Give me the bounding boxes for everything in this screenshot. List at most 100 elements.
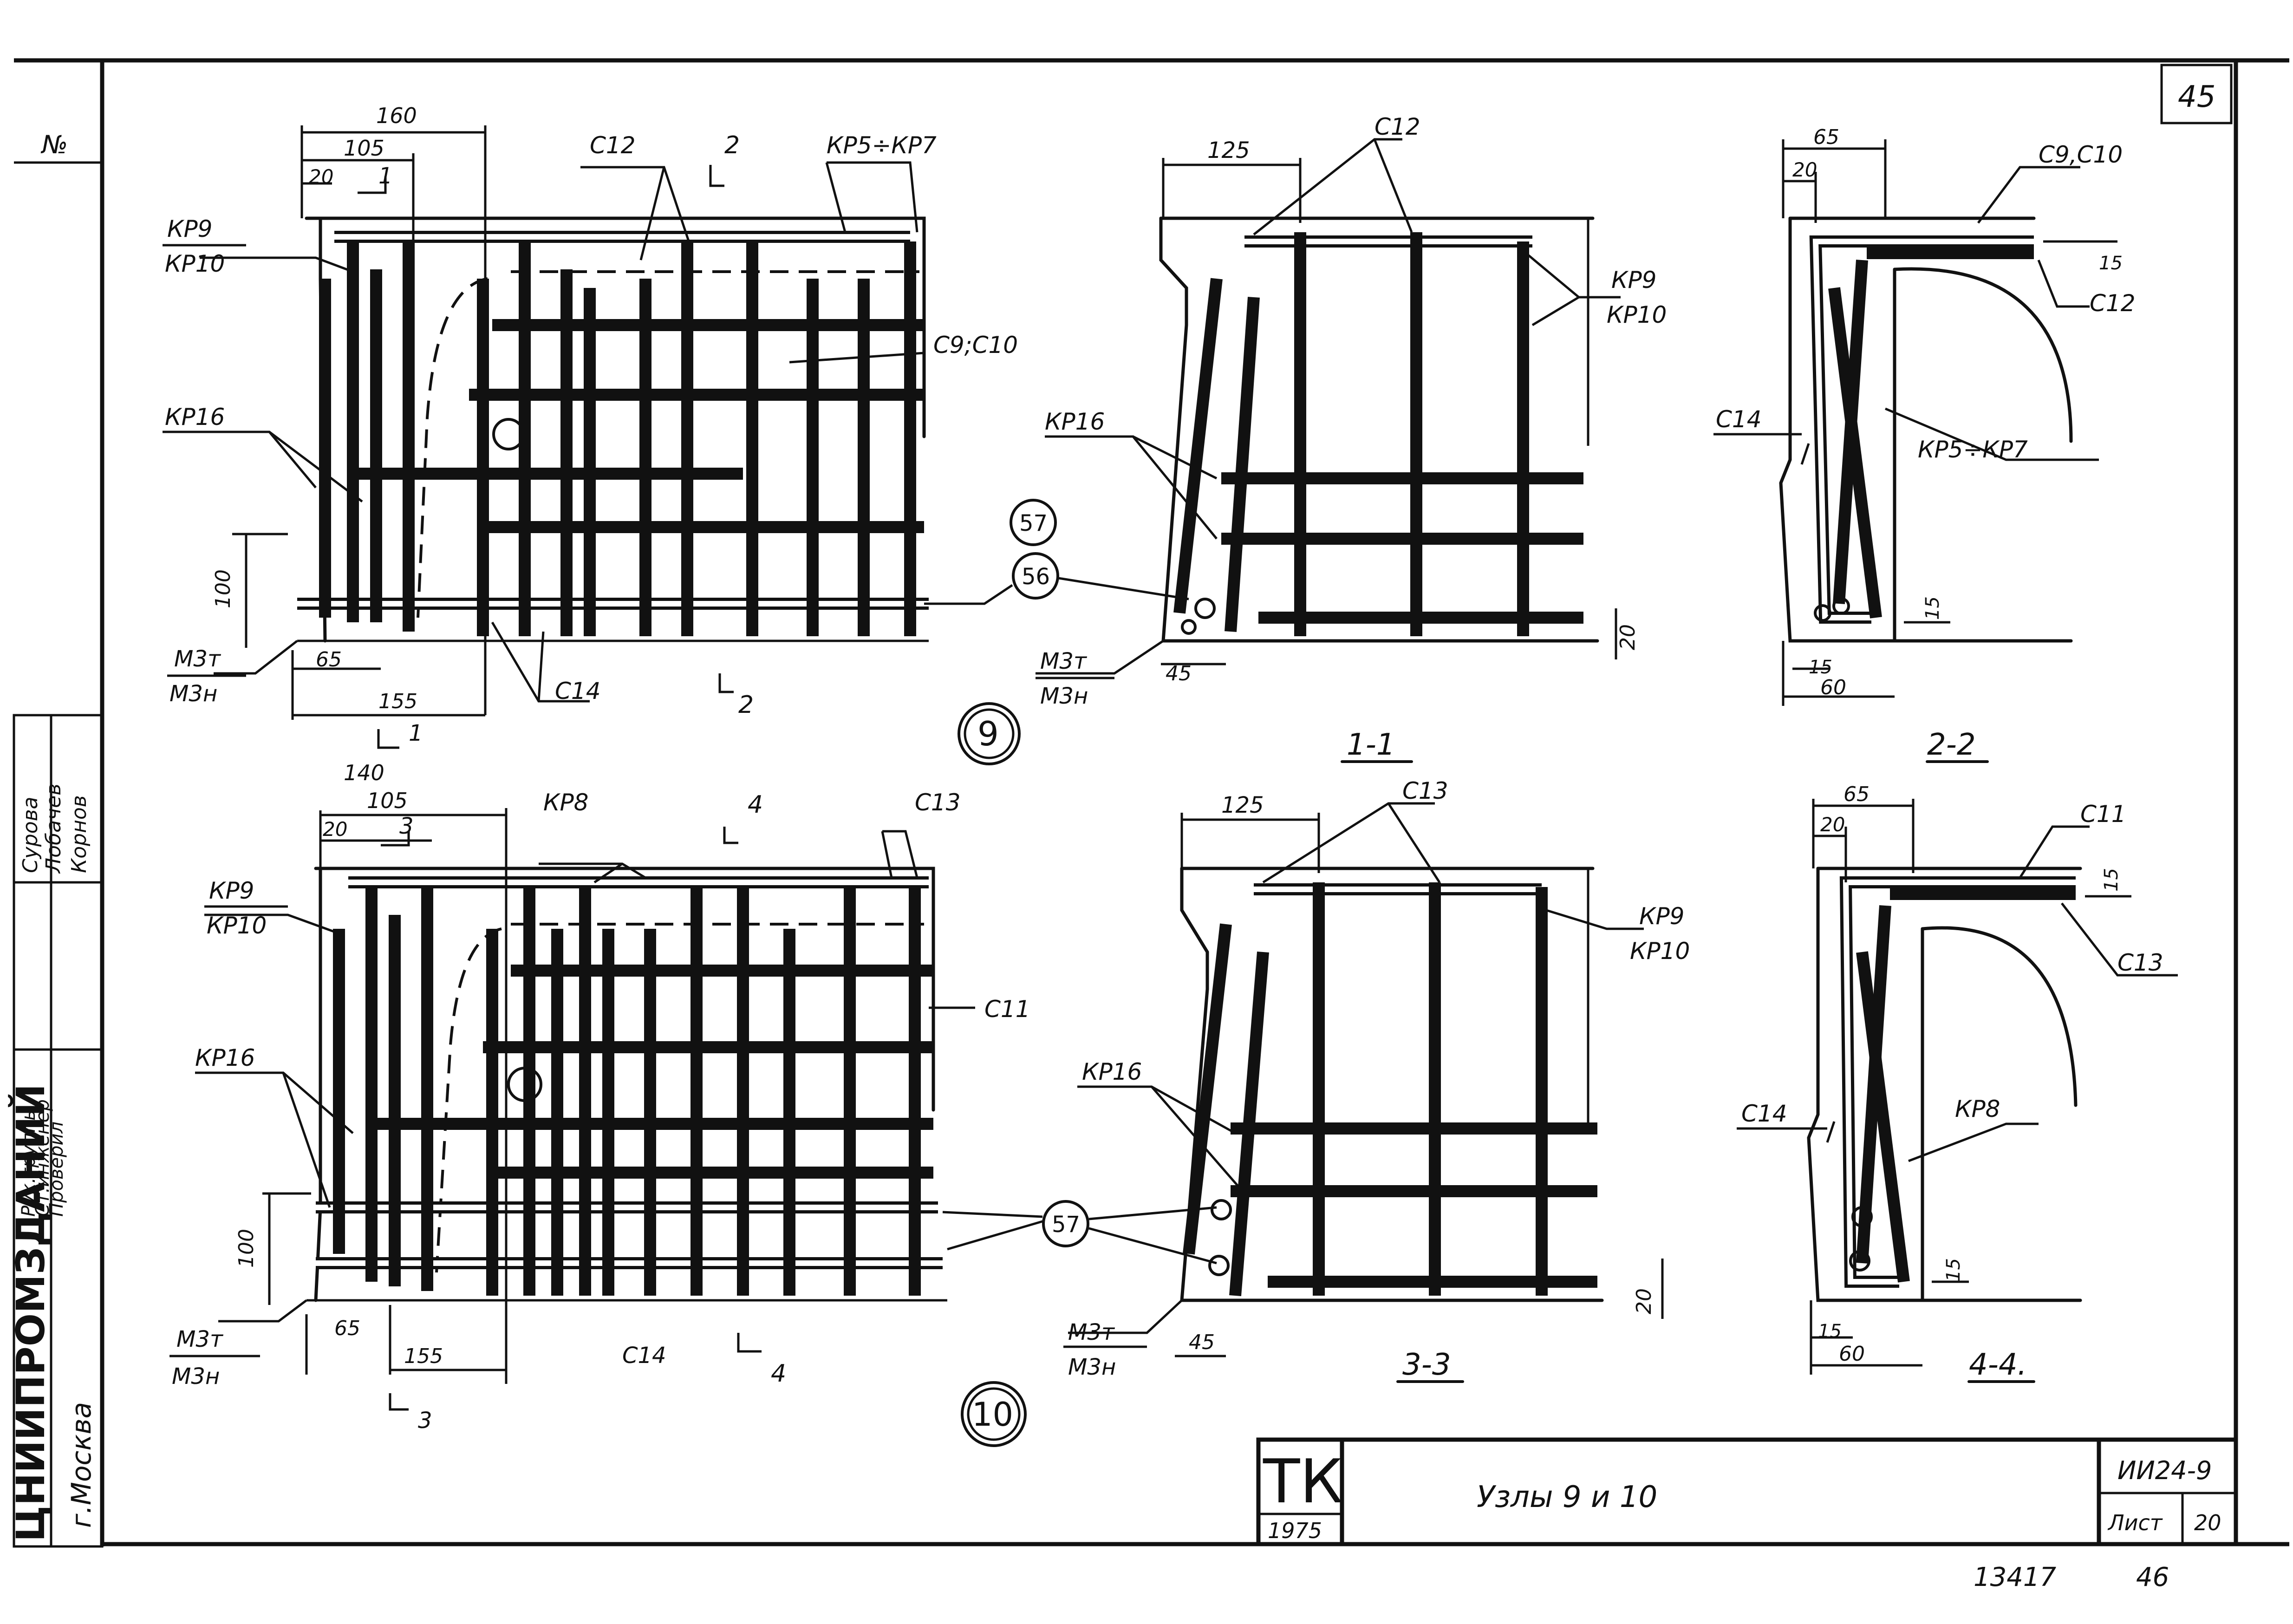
s44-title: 4-4. (1969, 1348, 2027, 1382)
s11-dim-20: 20 (1616, 624, 1640, 650)
n10-label-kp8: КР8 (543, 789, 588, 816)
s44-dim-65: 65 (1844, 783, 1870, 806)
stamp-name-2: Лобачев (42, 783, 65, 874)
n9-label-kp16: КР16 (165, 404, 225, 430)
s33-label-kp9: КР9 (1639, 903, 1684, 930)
s33-dim-125: 125 (1221, 792, 1264, 818)
n9-label-m3n: М3н (169, 681, 217, 707)
s11-label-kp16: КР16 (1045, 408, 1105, 435)
stamp-role-3: Проверил (46, 1122, 67, 1217)
s33-label-kp16: КР16 (1082, 1058, 1142, 1085)
n9-dim-105: 105 (344, 136, 384, 161)
sheet-label: Лист (2107, 1510, 2163, 1535)
n9-dim-155: 155 (378, 690, 417, 713)
section-4-4-drawing (1807, 799, 2178, 1383)
s33-label-m3t: М3т (1068, 1319, 1115, 1345)
n9-label-kp10: КР10 (165, 250, 225, 277)
n9-dim-65: 65 (316, 648, 342, 672)
node-10-drawing (195, 808, 975, 1411)
title-block: ТК 1975 Узлы 9 и 10 ИИ24-9 Лист 20 13417… (1256, 1437, 2238, 1592)
n10-dim-65: 65 (334, 1317, 360, 1340)
s22-dim-60: 60 (1820, 676, 1846, 699)
title-year: 1975 (1268, 1518, 1322, 1543)
n10-dim-20: 20 (323, 818, 347, 841)
marker-57-top: 57 (1019, 510, 1048, 536)
n10-label-c11: С11 (984, 996, 1030, 1023)
n10-dim-100: 100 (235, 1229, 258, 1268)
s11-title: 1-1 (1347, 728, 1395, 762)
marker-57-bottom: 57 (1052, 1212, 1080, 1238)
section-3-3-drawing (1068, 802, 1664, 1383)
n10-dim-140: 140 (344, 760, 384, 785)
sheet-number: 20 (2194, 1510, 2221, 1535)
node-9-drawing (163, 125, 1013, 749)
n9-dim-160: 160 (376, 103, 417, 128)
stamp-org: ЦНИИПРОМЗДАНИЙ (8, 1084, 53, 1542)
s22-title: 2-2 (1927, 728, 1976, 762)
s44-dim-15-top: 15 (2101, 868, 2122, 892)
n9-mark-1-bottom: 1 (409, 720, 423, 746)
left-stamp: ЦНИИПРОМЗДАНИЙ г.Москва Рук.группы Ст.ин… (8, 714, 104, 1548)
s22-label-c14: С14 (1716, 406, 1762, 433)
n10-label-c14: С14 (622, 1343, 666, 1369)
stamp-name-1: Сурова (19, 796, 42, 873)
s33-title: 3-3 (1402, 1348, 1451, 1382)
bottom-inventory-number: 13417 (1974, 1562, 2057, 1592)
n9-label-kp5-kp7: КР5÷КР7 (827, 132, 937, 159)
s44-dim-20: 20 (1820, 813, 1845, 836)
s11-dim-125: 125 (1207, 137, 1250, 163)
section-3-3-labels: 125 С13 КР9 КР10 КР16 20 М3т М3н 45 3-3 (1063, 777, 1690, 1382)
series-code: ИИ24-9 (2117, 1456, 2212, 1485)
s22-dim-15-bottom: 15 (1809, 657, 1832, 678)
s11-label-kp10: КР10 (1607, 301, 1667, 328)
s44-label-c14: С14 (1741, 1100, 1787, 1127)
corner-number: 45 (2178, 80, 2215, 114)
s33-label-m3n: М3н (1068, 1354, 1116, 1380)
n9-mark-2-top: 2 (724, 131, 740, 159)
n9-label-c12: С12 (590, 132, 636, 159)
section-1-1-labels: 125 С12 КР9 КР10 КР16 20 М3т М3н 45 1-1 (1036, 113, 1667, 762)
s33-dim-20: 20 (1632, 1288, 1656, 1314)
s33-label-c13: С13 (1402, 777, 1448, 804)
n9-mark-1-top: 1 (378, 163, 393, 189)
n9-label-m3t: М3т (174, 646, 221, 672)
n9-label-kp9: КР9 (167, 215, 212, 242)
n10-label-c13: С13 (915, 789, 961, 816)
s11-label-m3t: М3т (1040, 648, 1088, 674)
section-2-2-drawing (1779, 139, 2117, 763)
n10-label-kp10: КР10 (207, 912, 267, 939)
s44-dim-15-bottom: 15 (1818, 1321, 1842, 1342)
s44-label-kp8: КР8 (1955, 1096, 2000, 1122)
section-1-1-drawing (1036, 138, 1621, 763)
s11-label-kp9: КР9 (1611, 267, 1656, 293)
s11-dim-45: 45 (1166, 662, 1192, 685)
s22-label-c12: С12 (2090, 290, 2136, 317)
s11-label-c12: С12 (1374, 113, 1420, 140)
sheet-frame: 45 № (14, 58, 2289, 1546)
node-10-labels: 140 105 20 3 КР8 4 С13 КР9 КР10 С11 КР16… (169, 760, 1030, 1447)
n9-dim-20: 20 (309, 165, 333, 188)
section-4-4-labels: 65 20 С11 15 С13 С14 КР8 15 15 60 4-4. (1737, 783, 2163, 1382)
n10-mark-3-top: 3 (399, 813, 414, 839)
n10-label-m3n: М3н (172, 1363, 220, 1389)
logo-tk: ТК (1263, 1446, 1343, 1517)
n10-label-m3t: М3т (176, 1326, 224, 1352)
inventory-label: № (40, 130, 68, 159)
s22-dim-65: 65 (1813, 125, 1839, 149)
n10-dim-105: 105 (367, 788, 408, 813)
n9-label-c14: С14 (555, 678, 601, 704)
stamp-name-3: Корнов (67, 795, 91, 873)
n9-label-c9-c10: С9;С10 (933, 332, 1018, 359)
markers: 57 56 57 (942, 499, 1217, 1265)
s22-dim-15-right: 15 (1922, 596, 1943, 620)
n10-mark-3-bottom: 3 (418, 1408, 432, 1434)
s44-label-c13: С13 (2117, 949, 2163, 976)
s44-label-c11: С11 (2080, 801, 2126, 828)
n10-mark-4-top: 4 (748, 791, 763, 819)
stamp-role-2-visible: Ст.инженер (32, 1099, 53, 1217)
n9-dim-100: 100 (211, 569, 235, 608)
s44-dim-15-right: 15 (1943, 1258, 1964, 1282)
drawing-title: Узлы 9 и 10 (1477, 1480, 1657, 1514)
s11-label-m3n: М3н (1040, 683, 1088, 709)
s22-dim-20: 20 (1792, 158, 1817, 181)
